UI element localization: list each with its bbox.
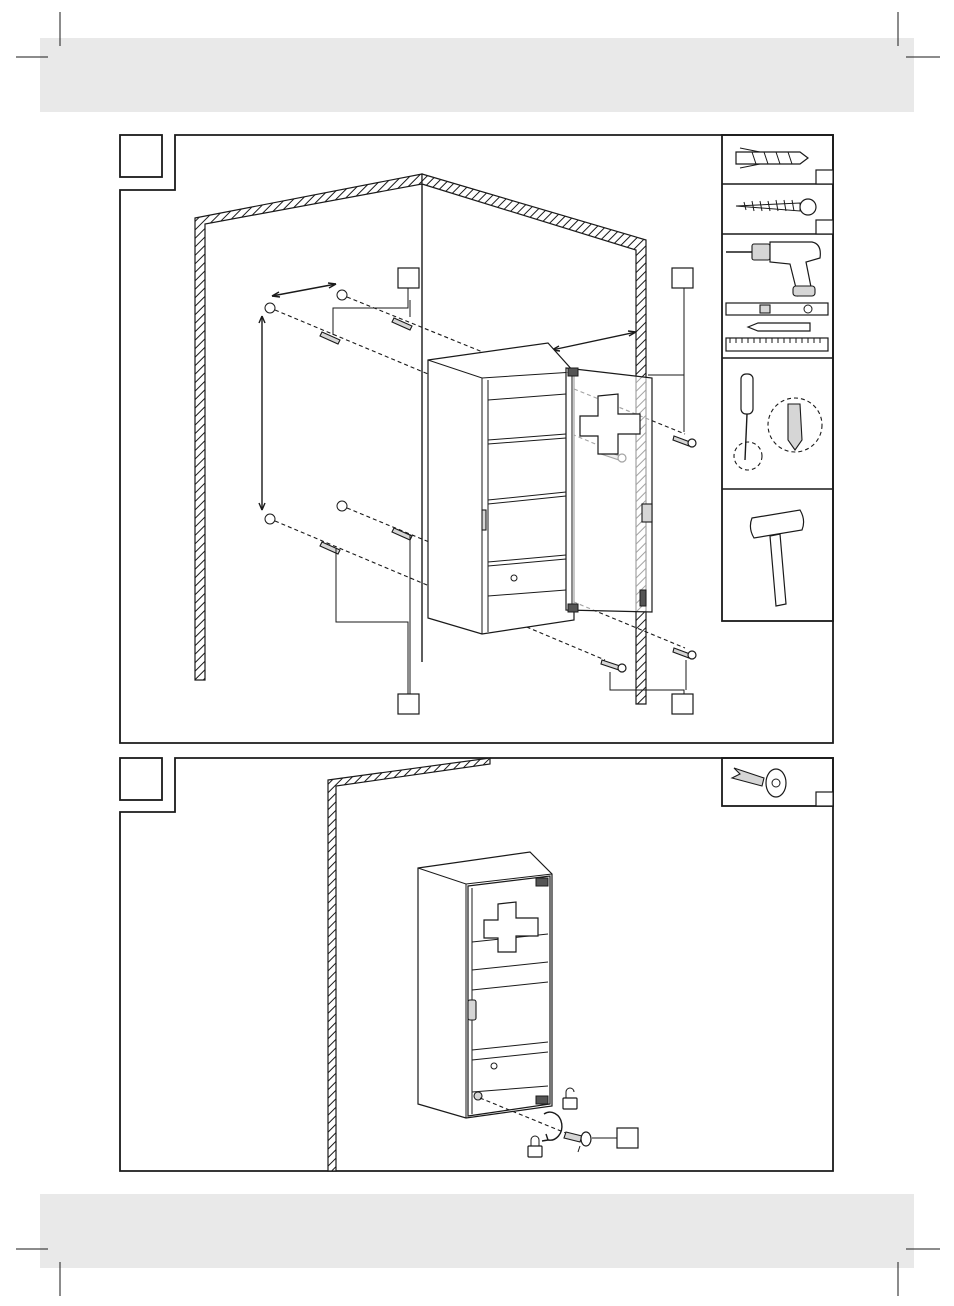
rotate-arrow-icon xyxy=(543,1111,563,1141)
padlock-open-icon xyxy=(562,1087,578,1110)
spirit-level-icon xyxy=(725,302,829,316)
part-count-box xyxy=(815,169,834,185)
key-icon xyxy=(730,767,765,787)
spacing-arrows xyxy=(258,282,637,511)
callout-lines xyxy=(332,288,687,694)
footer-band xyxy=(40,1194,914,1268)
hammer-icon xyxy=(749,509,805,607)
screwdriver-bit-icon xyxy=(767,397,823,453)
wall-plugs xyxy=(319,317,413,555)
label-box xyxy=(671,693,694,715)
wall xyxy=(327,757,491,1172)
label-box xyxy=(671,267,694,289)
drill-holes xyxy=(264,289,348,525)
step-number-box xyxy=(119,134,163,178)
cabinet-open xyxy=(427,342,653,635)
header-band xyxy=(40,38,914,112)
key-part-box xyxy=(721,757,834,807)
part-count-box xyxy=(815,219,834,235)
part-count-box xyxy=(815,791,834,807)
screwdriver-icon xyxy=(733,373,823,471)
folding-ruler-icon xyxy=(725,337,829,352)
step-1-panel xyxy=(119,134,834,744)
step-2-panel xyxy=(119,757,834,1172)
label-box xyxy=(397,267,420,289)
padlock-closed-icon xyxy=(527,1135,543,1158)
key-icon xyxy=(563,1131,592,1153)
screw-icon xyxy=(735,198,817,216)
label-box xyxy=(397,693,420,715)
tools-column xyxy=(721,134,834,622)
wall-corner xyxy=(194,173,647,705)
cabinet-closed xyxy=(417,851,553,1119)
power-drill-icon xyxy=(726,241,821,297)
step-number-box xyxy=(119,757,163,801)
pencil-icon xyxy=(746,322,811,332)
label-box xyxy=(616,1127,639,1149)
lock-instruction xyxy=(479,1087,639,1158)
crop-marks xyxy=(16,12,940,1296)
wall-plug-icon xyxy=(735,147,809,169)
